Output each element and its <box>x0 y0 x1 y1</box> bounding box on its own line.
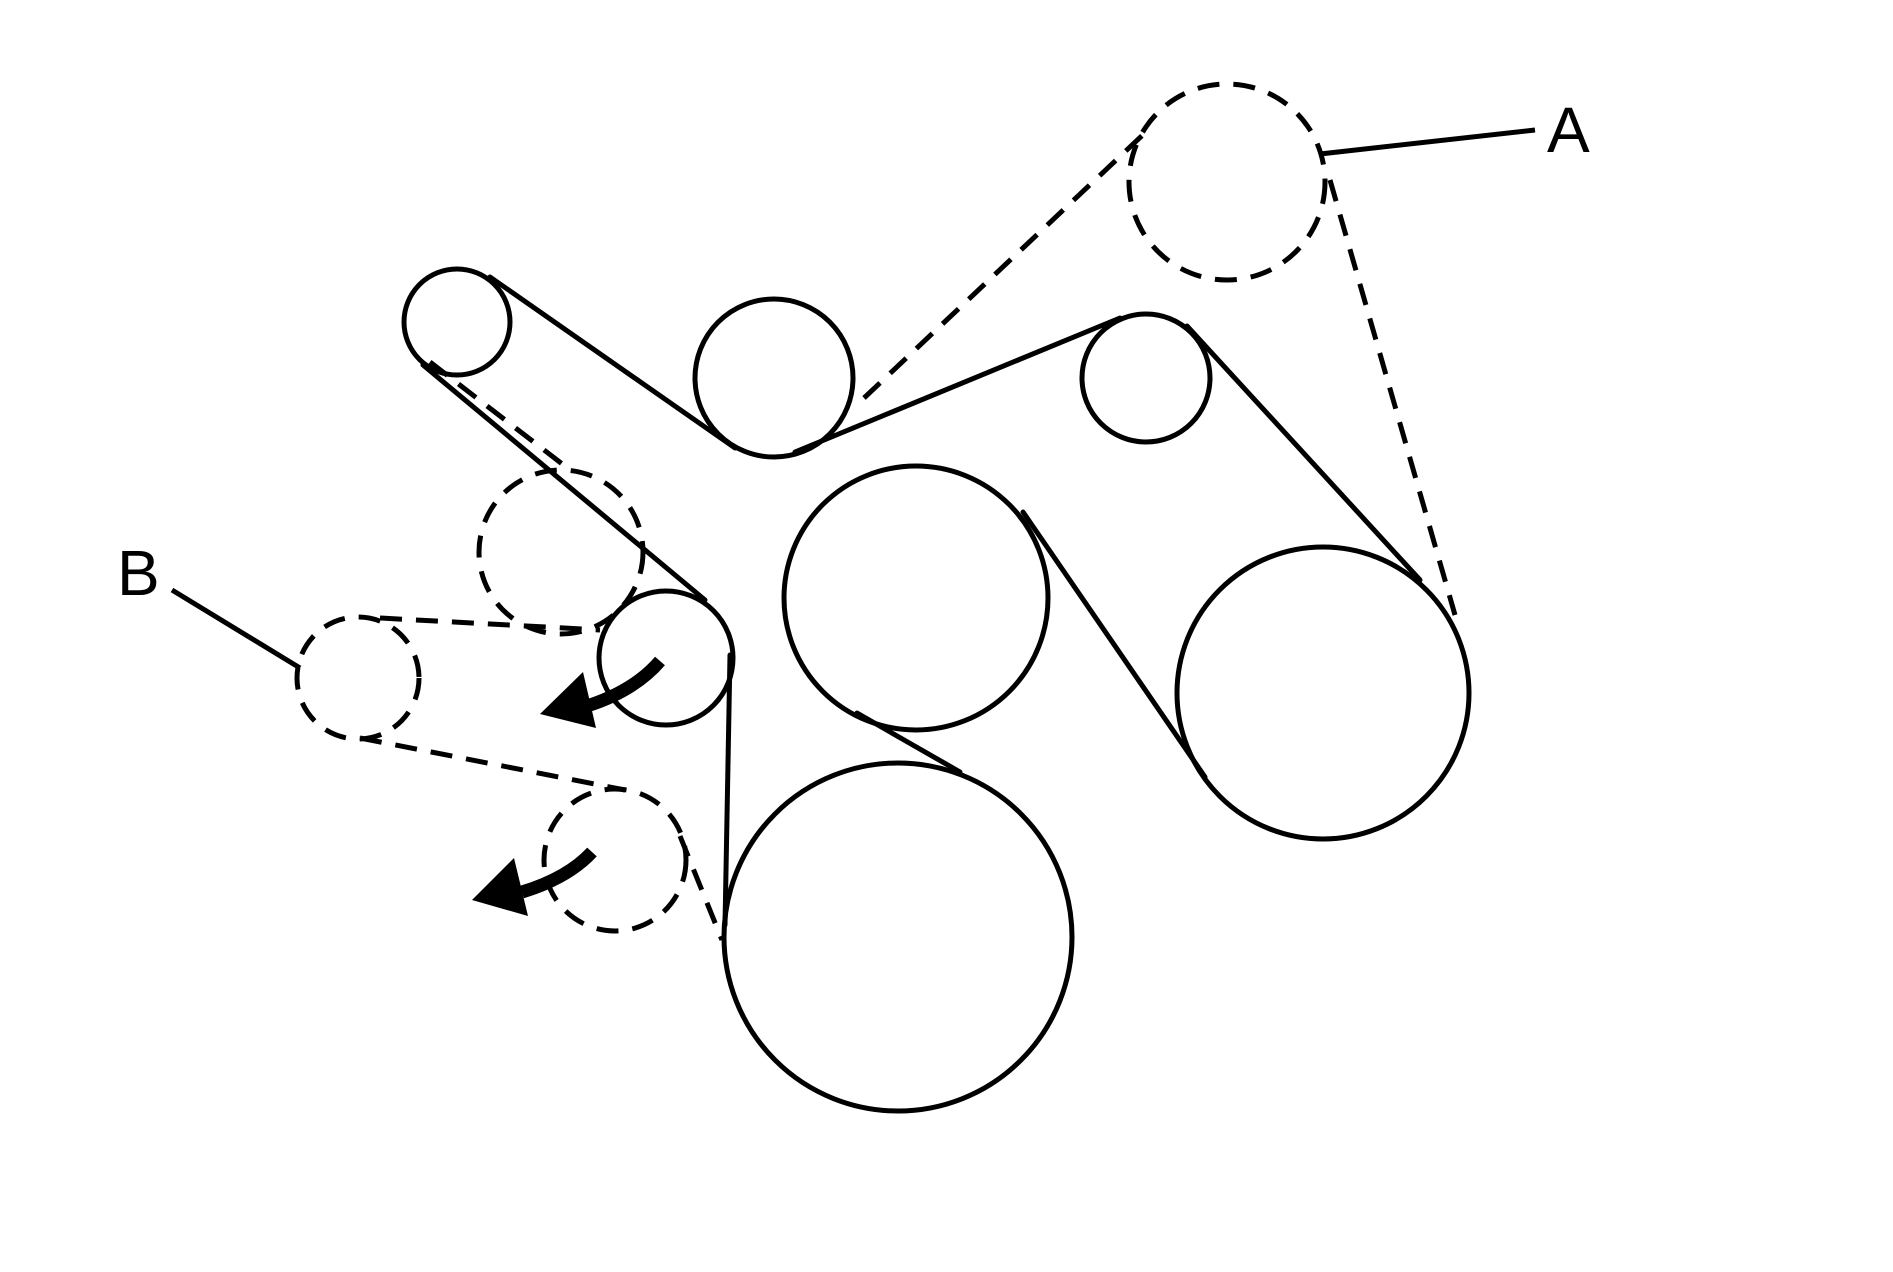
rotation-arrow-lower <box>472 847 597 916</box>
crankshaft-pulley <box>721 760 1075 1114</box>
optional-components <box>294 81 1458 941</box>
optional-belt-segment <box>1327 179 1458 616</box>
idler-pulley-upper-left <box>401 266 513 378</box>
alternator-pulley <box>781 463 1051 733</box>
idler-pulley-top-right <box>1079 311 1213 445</box>
optional-belt-segment <box>677 835 725 941</box>
belt-segment <box>1184 323 1423 583</box>
belt-segment <box>487 274 738 451</box>
belt-installed-path <box>420 274 1423 928</box>
belt-segment <box>1020 509 1208 780</box>
pulleys <box>401 266 1472 1114</box>
rotation-arrow-upper <box>540 656 665 728</box>
tensioner-travel-upper <box>476 467 646 637</box>
optional-belt-segment <box>359 735 626 793</box>
leader-line-b <box>170 587 302 671</box>
tensioner-pulley <box>596 588 736 728</box>
power-steering-pulley <box>1174 544 1472 842</box>
callout-label-a: A <box>1547 94 1590 166</box>
callout-label-b: B <box>117 537 160 609</box>
optional-belt-segment <box>428 360 572 472</box>
tensioner-travel-lower <box>541 786 689 934</box>
optional-pulley-b <box>294 614 422 742</box>
idler-pulley-top-center <box>692 296 856 460</box>
belt-segment <box>792 315 1123 455</box>
belt-segment <box>722 652 733 928</box>
optional-belt-segment <box>862 128 1150 400</box>
optional-pulley-a <box>1126 81 1328 283</box>
arrow-head-icon <box>472 858 528 916</box>
arrow-head-icon <box>540 672 596 728</box>
belt-segment <box>420 362 708 603</box>
optional-belt-segment <box>379 615 601 633</box>
leader-line-a <box>1319 127 1536 157</box>
